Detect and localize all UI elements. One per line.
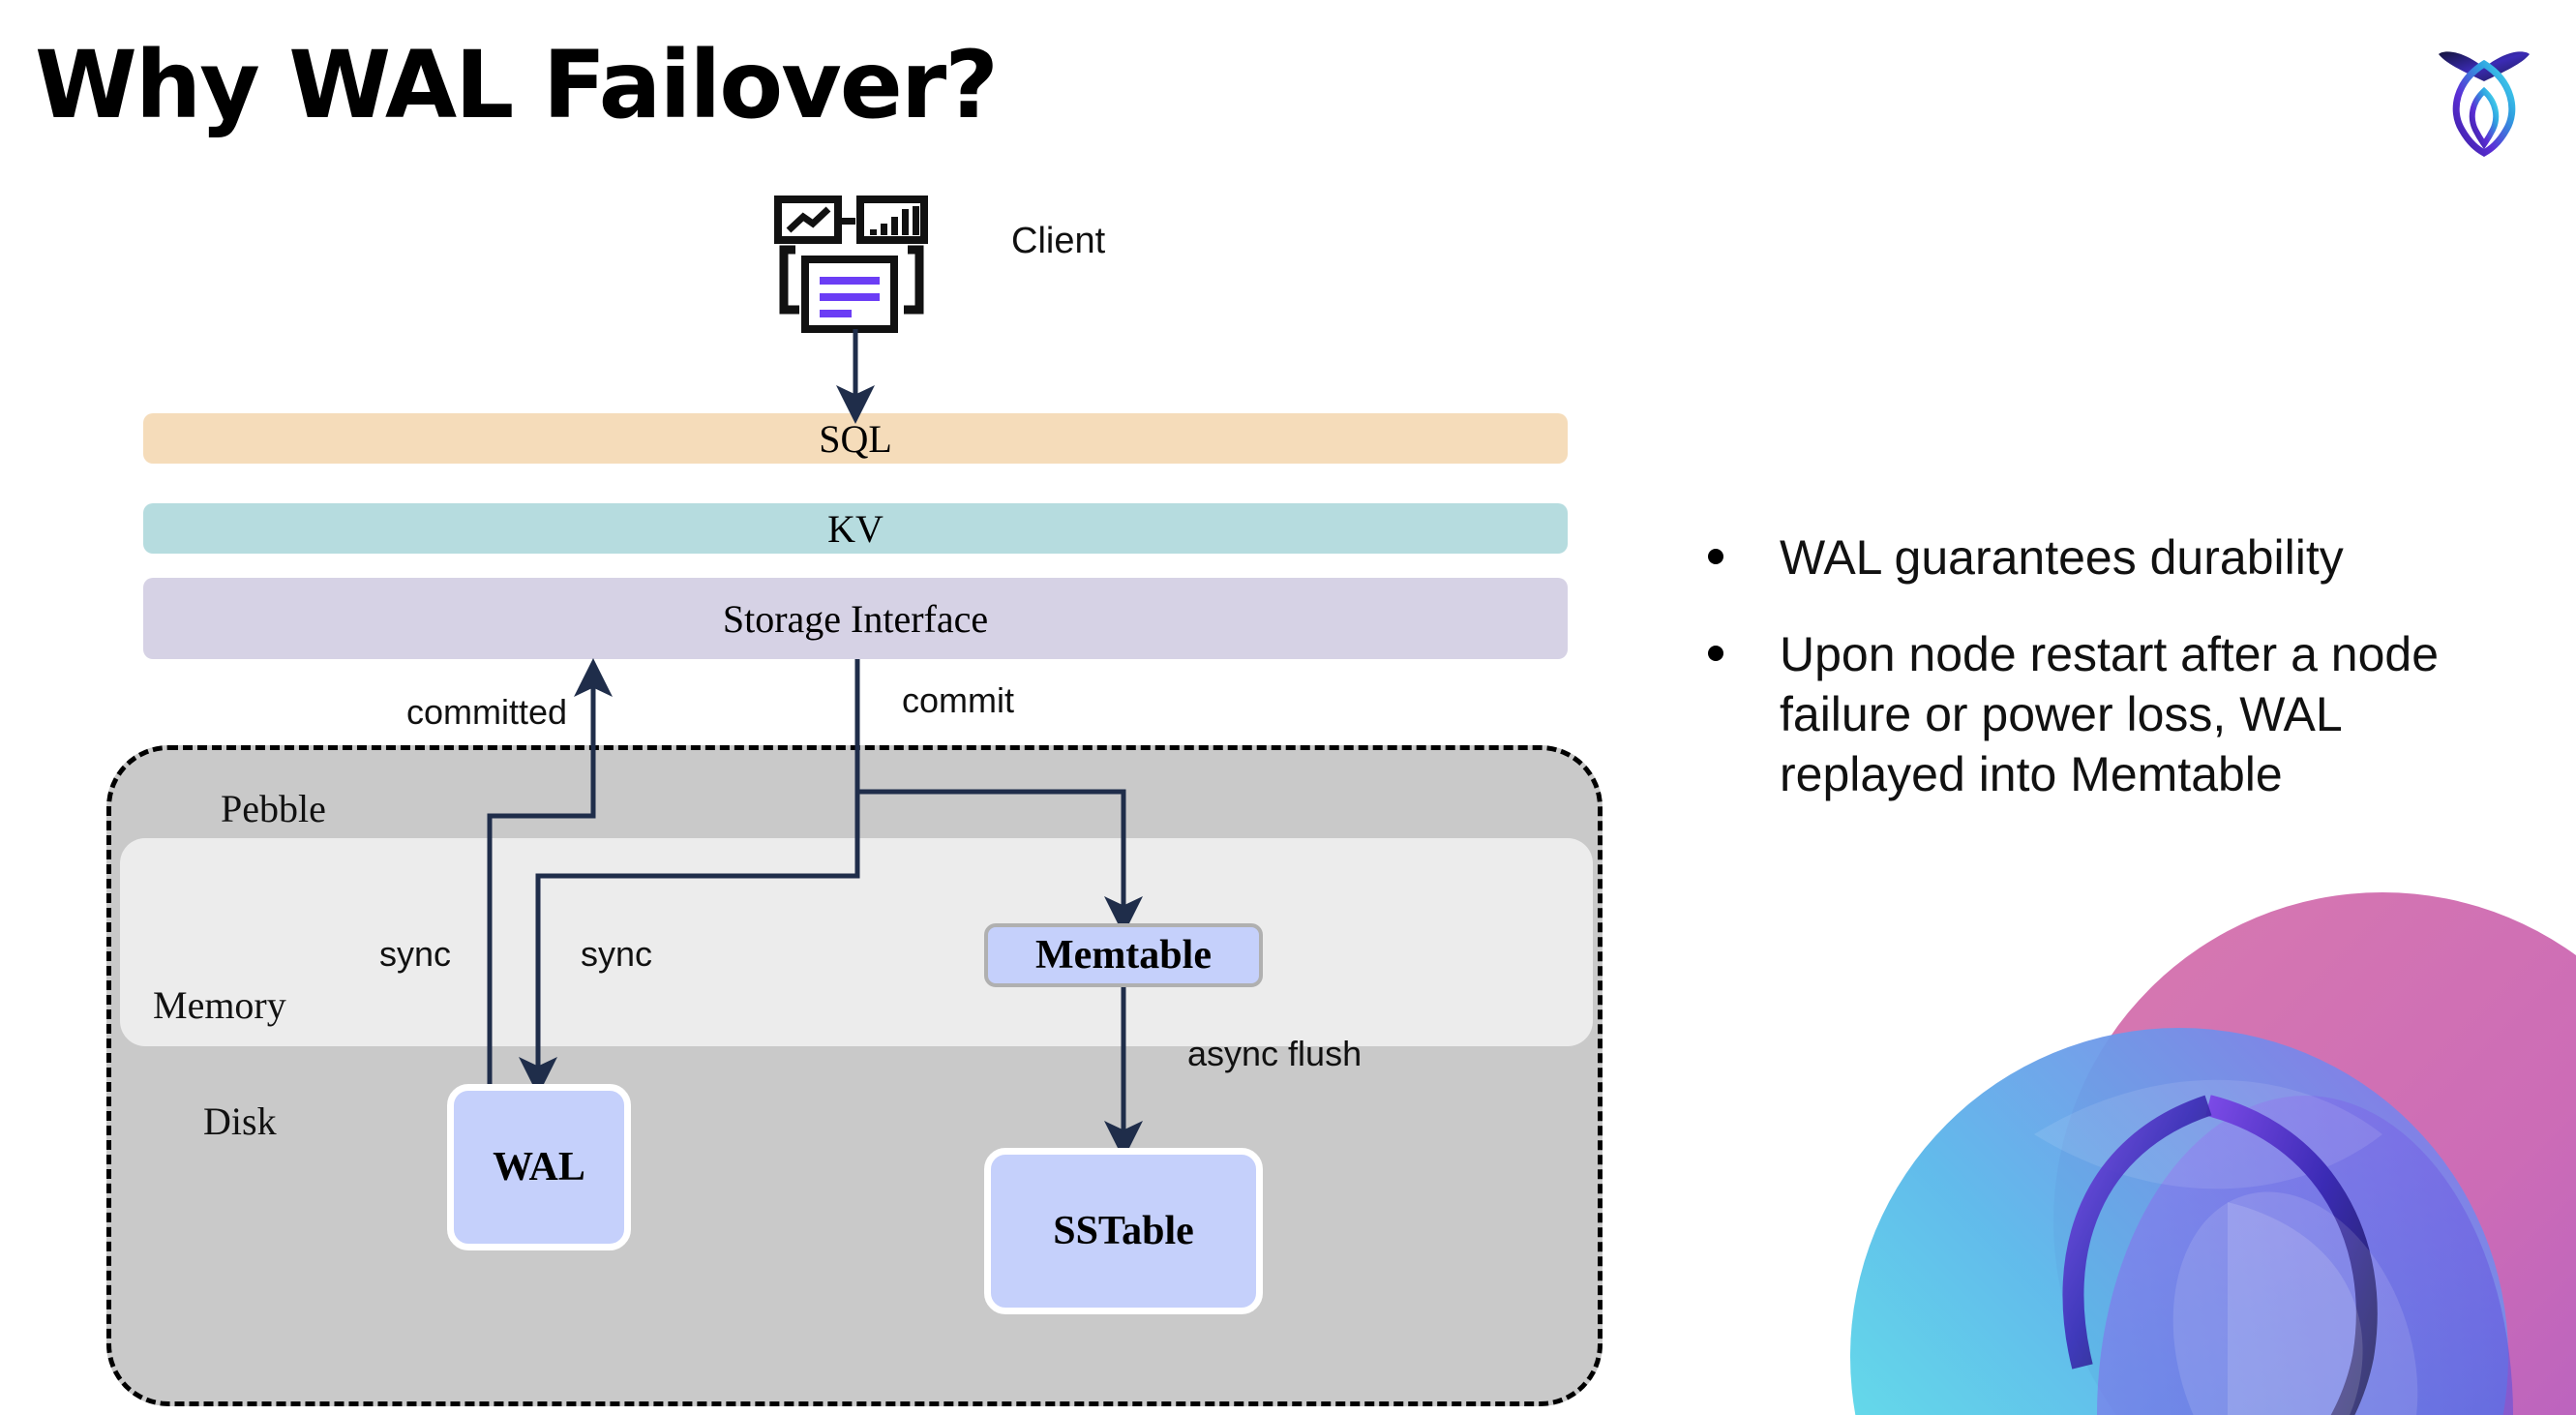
bullet-text: WAL guarantees durability — [1780, 530, 2344, 585]
edge-label-async-flush: async flush — [1187, 1034, 1363, 1073]
architecture-diagram: Client SQL KV Storage Interface Pebble M… — [106, 194, 1603, 1406]
node-memtable: Memtable — [984, 923, 1263, 987]
bullet-text: Upon node restart after a node failure o… — [1780, 627, 2440, 801]
bullet-list: WAL guarantees durability Upon node rest… — [1708, 527, 2511, 841]
cockroachdb-logo-icon — [2421, 21, 2547, 158]
node-label-sstable: SSTable — [1053, 1209, 1194, 1253]
memory-label: Memory — [153, 983, 286, 1027]
list-item: WAL guarantees durability — [1708, 527, 2511, 587]
pebble-label: Pebble — [221, 787, 326, 830]
layer-bar-sql: SQL — [143, 413, 1568, 464]
edge-label-committed: committed — [406, 692, 568, 732]
layer-bar-storage-interface: Storage Interface — [143, 578, 1568, 659]
disk-label: Disk — [203, 1099, 277, 1143]
client-label: Client — [1011, 221, 1106, 261]
node-sstable: SSTable — [984, 1148, 1263, 1314]
list-item: Upon node restart after a node failure o… — [1708, 624, 2511, 804]
layer-label-kv: KV — [827, 506, 884, 551]
memory-region — [120, 838, 1593, 1046]
layer-label-sql: SQL — [819, 416, 892, 461]
edge-label-commit: commit — [902, 680, 1014, 720]
bullet-dot-icon — [1708, 646, 1723, 661]
edge-label-sync-left: sync — [379, 934, 452, 974]
edge-label-sync-right: sync — [581, 934, 653, 974]
layer-label-storage-interface: Storage Interface — [722, 596, 989, 641]
cockroachdb-watermark-graphic — [1841, 815, 2576, 1415]
layer-bar-kv: KV — [143, 503, 1568, 554]
node-label-wal: WAL — [493, 1145, 585, 1189]
node-label-memtable: Memtable — [1035, 933, 1212, 978]
bullet-dot-icon — [1708, 549, 1723, 564]
client-dashboard-icon — [774, 194, 929, 334]
page-title: Why WAL Failover? — [35, 31, 999, 139]
node-wal: WAL — [447, 1084, 631, 1250]
